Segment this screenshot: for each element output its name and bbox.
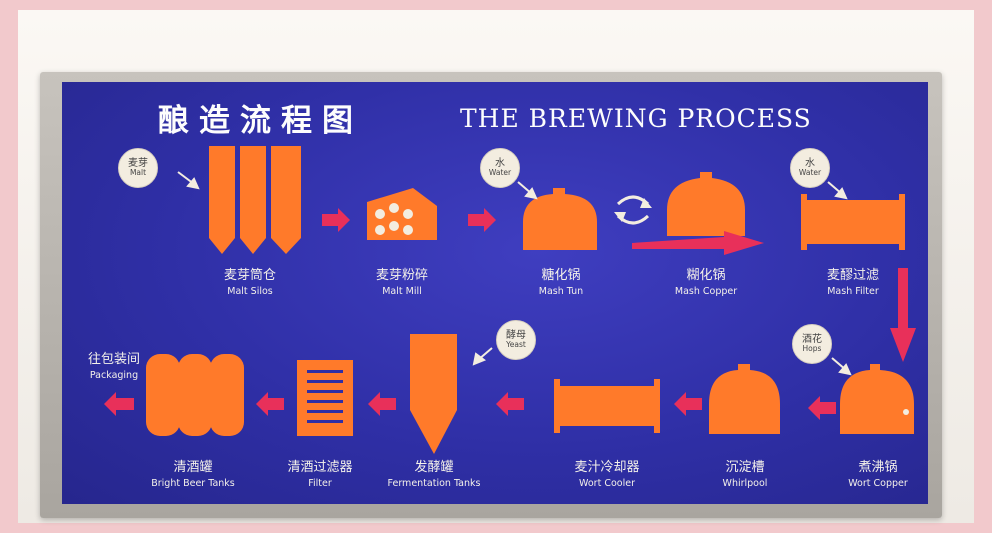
ingredient-water-1-en: Water: [488, 168, 512, 178]
step-bright-beer-tanks-en: Bright Beer Tanks: [151, 478, 235, 489]
ingredient-hops-en: Hops: [802, 344, 822, 354]
bright-beer-tank-shape: [210, 354, 244, 436]
title-chinese: 酿造流程图: [158, 103, 363, 139]
step-wort-copper-en: Wort Copper: [848, 478, 908, 489]
wort-copper-shape: [840, 364, 914, 434]
step-whirlpool-en: Whirlpool: [722, 478, 768, 489]
whirlpool-shape: [709, 364, 780, 434]
wort-cooler-shape: [554, 379, 660, 433]
step-malt-silos-en: Malt Silos: [227, 286, 273, 297]
step-packaging-cn: 往包装间: [87, 352, 141, 367]
arrow-left-icon: [256, 392, 284, 416]
step-wort-cooler-en: Wort Cooler: [579, 478, 635, 489]
step-malt-mill-en: Malt Mill: [382, 286, 422, 297]
ingredient-hops: 酒花 Hops: [792, 324, 832, 364]
step-filter-en: Filter: [308, 478, 332, 489]
bright-beer-tank-shape: [146, 354, 180, 436]
step-wort-cooler-cn: 麦汁冷却器: [574, 460, 640, 475]
step-mash-filter-cn: 麦醪过滤: [826, 268, 880, 283]
step-mash-tun-cn: 糖化锅: [541, 268, 581, 283]
arrow-left-icon: [368, 392, 396, 416]
arrow-down-icon: [890, 268, 916, 362]
step-mash-copper-cn: 糊化锅: [686, 268, 726, 283]
arrow-left-icon: [496, 392, 524, 416]
step-fermentation-cn: 发酵罐: [414, 460, 454, 475]
mash-filter-shape: [801, 194, 905, 250]
step-malt-silos-cn: 麦芽筒仓: [223, 268, 277, 283]
malt-silo-shape: [209, 146, 235, 254]
arrow-left-icon: [674, 392, 702, 416]
bright-beer-tank-shape: [178, 354, 212, 436]
ingredient-yeast-cn: 酵母: [506, 329, 526, 341]
arrow-left-icon: [104, 392, 134, 416]
malt-mill-shape: [367, 188, 437, 240]
ingredient-malt: 麦芽 Malt: [118, 148, 158, 188]
malt-silo-shape: [271, 146, 301, 254]
step-whirlpool-cn: 沉淀槽: [725, 460, 765, 475]
step-mash-tun-en: Mash Tun: [538, 286, 584, 297]
mash-tun-shape: [523, 188, 597, 250]
ingredient-malt-cn: 麦芽: [128, 157, 148, 169]
arrow-right-icon: [322, 208, 350, 232]
arrow-long-right-icon: [632, 231, 764, 255]
mash-copper-shape: [667, 172, 745, 236]
ingredient-water-2-cn: 水: [805, 157, 815, 169]
step-filter-cn: 清酒过滤器: [287, 460, 353, 475]
step-mash-filter-en: Mash Filter: [827, 286, 879, 297]
title-english: THE BREWING PROCESS: [460, 104, 812, 133]
arrow-left-icon: [808, 396, 836, 420]
ingredient-water-2: 水 Water: [790, 148, 830, 188]
ingredient-hops-cn: 酒花: [802, 333, 822, 345]
malt-silo-shape: [240, 146, 266, 254]
arrow-right-icon: [468, 208, 496, 232]
ingredient-yeast: 酵母 Yeast: [496, 320, 536, 360]
filter-shape: [297, 360, 353, 436]
ingredient-yeast-en: Yeast: [506, 340, 526, 350]
fermentation-tank-shape: [410, 334, 457, 454]
step-fermentation-en: Fermentation Tanks: [387, 478, 481, 489]
ingredient-water-1-cn: 水: [495, 157, 505, 169]
step-bright-beer-tanks-cn: 清酒罐: [173, 460, 213, 475]
step-wort-copper-cn: 煮沸锅: [858, 460, 898, 475]
ingredient-water-2-en: Water: [798, 168, 822, 178]
step-packaging-en: Packaging: [89, 370, 139, 381]
step-mash-copper-en: Mash Copper: [674, 286, 738, 297]
ingredient-water-1: 水 Water: [480, 148, 520, 188]
ingredient-malt-en: Malt: [129, 168, 147, 178]
step-malt-mill-cn: 麦芽粉碎: [375, 268, 429, 283]
